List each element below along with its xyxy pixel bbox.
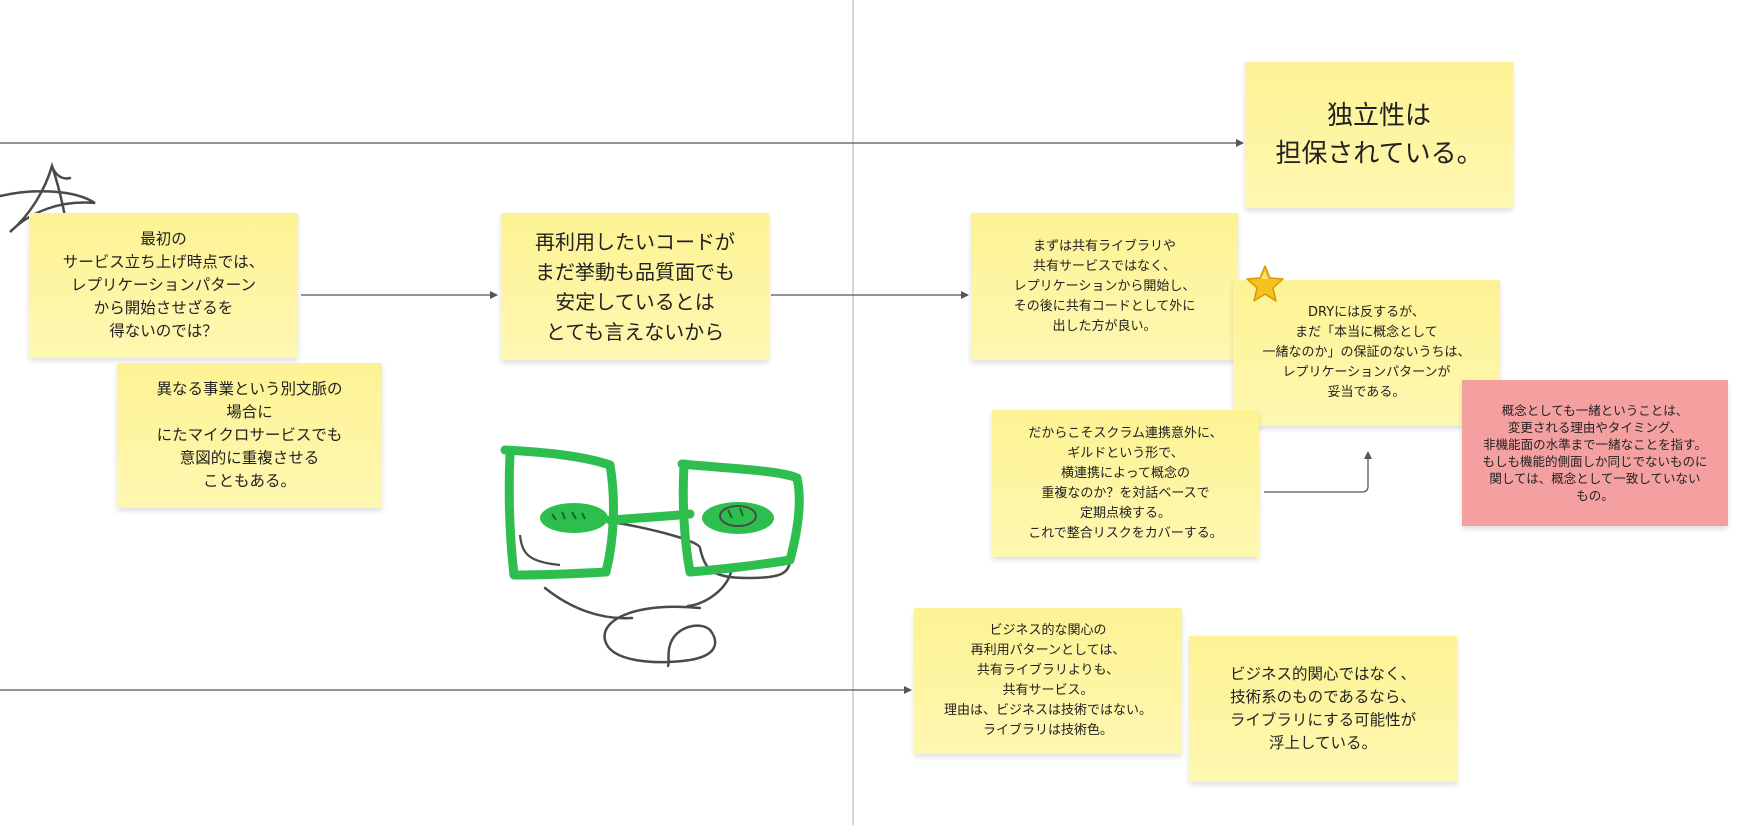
sticky-note-reuse-code[interactable]: 再利用したいコードが まだ挙動も品質面でも 安定しているとは とても言えないから: [501, 213, 769, 360]
sticky-note-start-replication[interactable]: まずは共有ライブラリや 共有サービスではなく、 レプリケーションから開始し、 そ…: [971, 213, 1238, 360]
connector-guild-to-dry[interactable]: [1264, 451, 1372, 493]
sticky-note-dry[interactable]: DRYには反するが、 まだ「本当に概念として 一緒なのか」の保証のないうちは、 …: [1233, 280, 1500, 426]
sticky-note-independence[interactable]: 独立性は 担保されている。: [1245, 62, 1513, 208]
sticky-note-business-interest[interactable]: ビジネス的な関心の 再利用パターンとしては、 共有ライブラリよりも、 共有サービ…: [914, 608, 1182, 754]
star-icon[interactable]: [1245, 264, 1285, 304]
sticky-note-first-launch[interactable]: 最初の サービス立ち上げ時点では、 レプリケーションパターン から開始させざるを…: [29, 213, 298, 358]
sticky-note-concept-same[interactable]: 概念としても一緒ということは、 変更される理由やタイミング、 非機能面の水準まで…: [1462, 380, 1728, 526]
sticky-note-different-business[interactable]: 異なる事業という別文脈の 場合に にたマイクロサービスでも 意図的に重複させる …: [117, 363, 382, 508]
sticky-note-tech-interest[interactable]: ビジネス的関心ではなく、 技術系のものであるなら、 ライブラリにする可能性が 浮…: [1189, 636, 1457, 782]
freehand-face-drawing[interactable]: [500, 445, 804, 668]
sticky-note-guild[interactable]: だからこそスクラム連携意外に、 ギルドという形で、 横連携によって概念の 重複な…: [992, 410, 1259, 557]
